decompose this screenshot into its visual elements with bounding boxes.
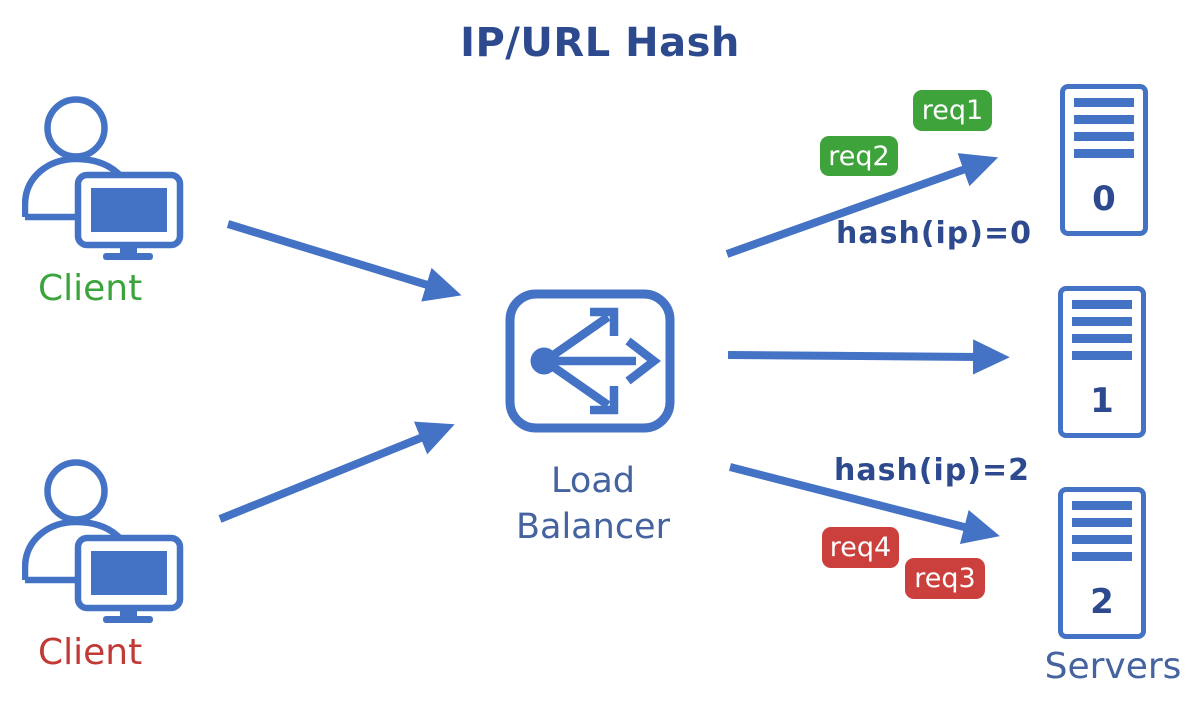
server-0-number: 0: [1092, 179, 1116, 219]
monitor-base: [103, 616, 153, 623]
servers-group-label: Servers: [1044, 646, 1182, 687]
arrow-lb-to-server2: [729, 463, 1000, 545]
load-balancer-label: Load Balancer: [495, 458, 691, 550]
diagram-title: IP/URL Hash: [460, 20, 740, 66]
request-badge-req1: req1: [913, 90, 992, 131]
lb-arrow-up-head: [590, 307, 619, 336]
request-badge-req3: req3: [905, 558, 985, 599]
client1-label: Client: [38, 268, 143, 309]
monitor-base: [103, 253, 153, 260]
server-0: 0: [1060, 84, 1148, 236]
server-rack-lines-icon: [1072, 300, 1132, 368]
client2-label: Client: [38, 632, 143, 673]
server-1: 1: [1058, 286, 1146, 438]
monitor-screen: [91, 551, 167, 595]
monitor-stand: [120, 245, 137, 254]
server-2: 2: [1058, 487, 1146, 639]
monitor-stand: [120, 608, 137, 617]
client-icon: [22, 459, 184, 623]
lb-arrow-right-head: [625, 337, 661, 385]
arrow-lb-to-server1: [727, 339, 1010, 375]
person-head: [44, 459, 108, 523]
person-head: [44, 96, 108, 160]
server-rack-lines-icon: [1074, 98, 1134, 166]
server-rack-lines-icon: [1072, 501, 1132, 569]
lb-arrow-up-shaft: [549, 313, 611, 360]
arrow-lb-to-server0: [725, 153, 999, 258]
hash-ip-0-label: hash(ip)=0: [836, 216, 1033, 251]
load-balancer-label-line1: Load: [551, 461, 635, 501]
monitor-screen: [91, 188, 167, 232]
request-badge-req4: req4: [822, 527, 899, 568]
server-1-number: 1: [1090, 381, 1114, 421]
lb-arrow-down-head: [590, 386, 619, 415]
arrow-client2-to-lb: [218, 421, 455, 523]
arrow-client1-to-lb: [226, 220, 462, 302]
load-balancer-label-line2: Balancer: [516, 507, 670, 547]
lb-arrow-down-shaft: [549, 362, 611, 409]
load-balancer-icon: [505, 289, 675, 433]
hash-ip-2-label: hash(ip)=2: [834, 453, 1031, 488]
client-icon: [22, 96, 184, 260]
server-2-number: 2: [1090, 582, 1114, 622]
request-badge-req2: req2: [820, 136, 898, 176]
